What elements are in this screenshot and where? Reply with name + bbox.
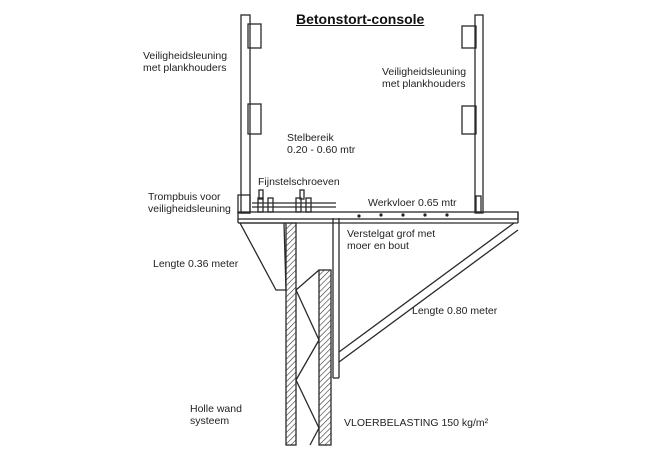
work-floor [237,211,519,224]
console-post [332,218,340,379]
trumpet-tube [237,194,251,214]
label-floor-load: VLOERBELASTING 150 kg/m² [344,417,489,429]
label-railing-left: Veiligheidsleuning met plankhouders [143,50,228,74]
label-railing-right: Veiligheidsleuning met plankhouders [382,66,467,90]
label-adjust-range: Stelbereik 0.20 - 0.60 mtr [287,132,356,156]
label-hollow-wall: Holle wand systeem [190,403,242,427]
label-fine-screws: Fijnstelschroeven [258,176,340,188]
adjustment-holes [357,213,449,218]
diagonal-brace [338,222,519,363]
label-trumpet-tube: Trompbuis voor veiligheidsleuning [148,191,231,215]
fine-adjustment-screws [252,189,336,213]
diagram-title: Betonstort-console [296,11,425,27]
label-coarse-adjust: Verstelgat grof met moer en bout [347,228,436,252]
label-length-long: Lengte 0.80 meter [412,305,498,317]
label-work-floor: Werkvloer 0.65 mtr [368,197,457,209]
label-length-short: Lengte 0.36 meter [153,258,239,270]
short-bracket [238,222,287,291]
right-railing-post [461,14,484,214]
hollow-wall [285,222,332,446]
